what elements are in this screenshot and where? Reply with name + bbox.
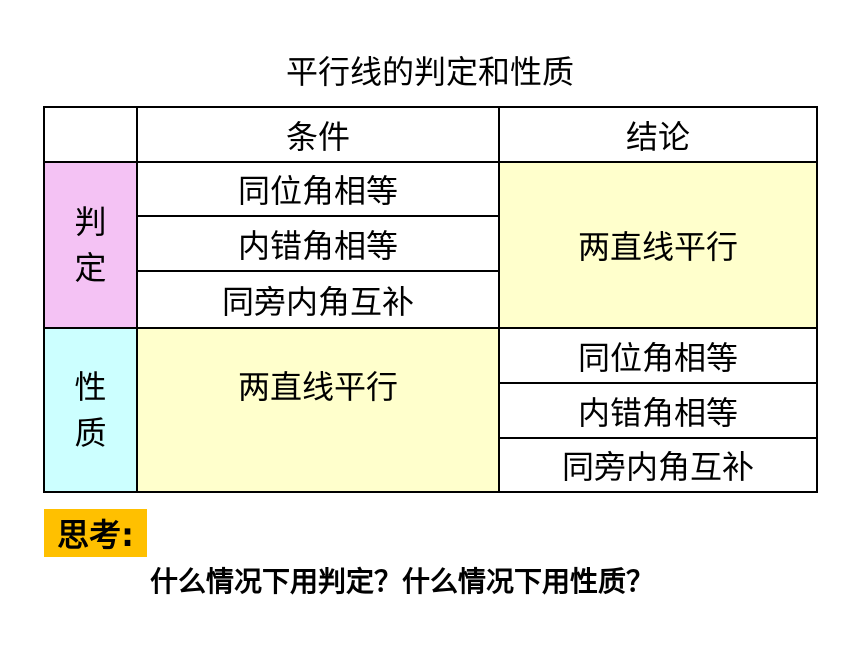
table-col-divider-1 (136, 106, 138, 493)
judgment-label-char-2: 定 (74, 249, 107, 287)
header-condition: 条件 (285, 117, 350, 156)
property-label-cell: 性 质 (44, 328, 137, 492)
judgment-row-divider-1 (136, 215, 500, 217)
judgment-label-cell: 判 定 (44, 162, 137, 328)
judgment-condition-1: 同位角相等 (237, 172, 398, 210)
table-border-bottom (43, 491, 818, 493)
table-border-right (816, 106, 818, 493)
header-row-divider (43, 161, 818, 163)
judgment-conclusion: 两直线平行 (499, 162, 817, 328)
property-conclusion-1: 同位角相等 (577, 338, 738, 377)
property-conclusion-3: 同旁内角互补 (561, 448, 754, 486)
judgment-condition-3: 同旁内角互补 (221, 282, 414, 321)
table-col-divider-2 (498, 106, 500, 493)
judgment-condition-2: 内错角相等 (237, 226, 398, 265)
property-condition: 两直线平行 (137, 328, 499, 492)
property-label-char-2: 质 (74, 414, 107, 452)
page-title: 平行线的判定和性质 (285, 53, 574, 91)
property-row-divider-1 (498, 382, 818, 384)
section-divider (43, 327, 818, 329)
header-blank-cell (44, 107, 137, 162)
think-badge: 思考: (44, 509, 147, 557)
table-border-top (43, 106, 818, 108)
judgment-row-divider-2 (136, 270, 500, 272)
think-question: 什么情况下用判定？什么情况下用性质？ (150, 565, 655, 598)
property-row-divider-2 (498, 437, 818, 439)
judgment-label-char-1: 判 (74, 203, 107, 241)
header-conclusion: 结论 (625, 117, 690, 156)
property-conclusion-2: 内错角相等 (577, 393, 738, 432)
property-label-char-1: 性 (74, 368, 107, 406)
table-border-left (43, 106, 45, 493)
